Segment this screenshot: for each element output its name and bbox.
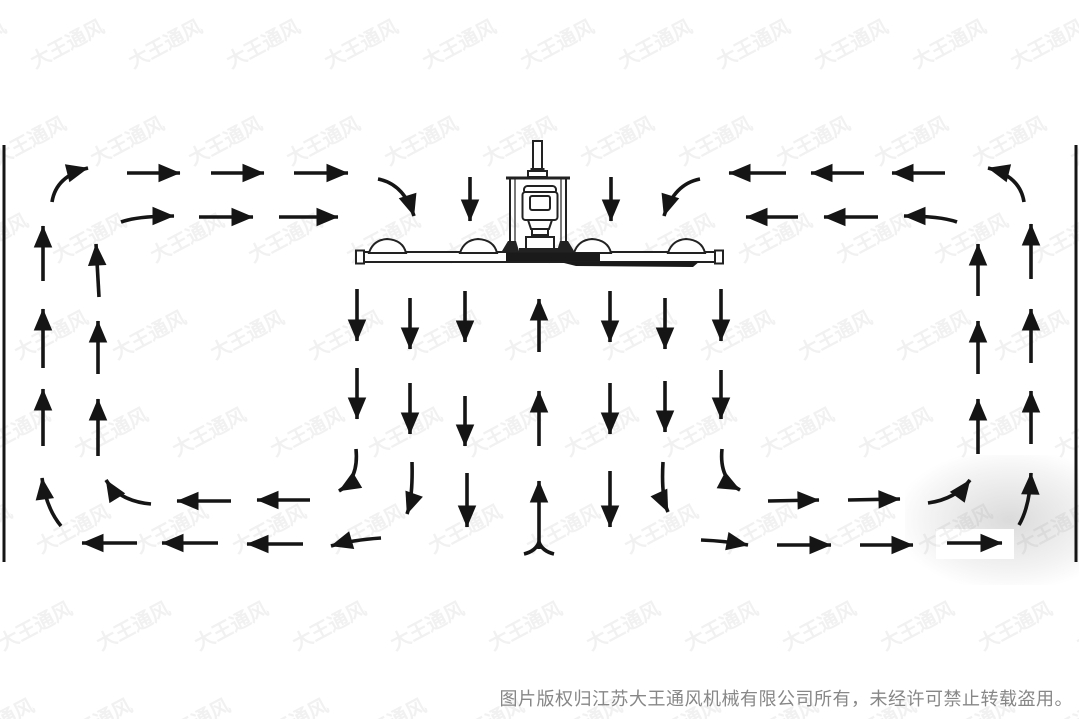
airflow-arrow [50, 164, 89, 203]
fan-hub [519, 236, 561, 253]
airflow-arrow [377, 177, 417, 217]
fan-motor [521, 185, 559, 236]
airflow-arrows [33, 163, 1041, 556]
hvls-fan-illustration [355, 140, 724, 267]
fan-blades [355, 237, 724, 267]
airflow-arrow [650, 461, 670, 513]
airflow-arrow [330, 531, 382, 550]
airflow-arrow [927, 478, 972, 505]
background-shadow-artifact [905, 455, 1079, 585]
airflow-arrow [35, 477, 63, 528]
room-walls [2, 145, 1078, 562]
airflow-arrow [661, 177, 701, 217]
airflow-arrow [337, 448, 363, 493]
airflow-arrow [767, 491, 820, 510]
airflow-arrow [1017, 472, 1040, 526]
airflow-arrow [716, 448, 741, 492]
airflow-split-tail [537, 541, 555, 556]
copyright-text: 图片版权归江苏大王通风机械有限公司所有，未经许可禁止转载盗用。 [499, 689, 1073, 709]
airflow-arrow [903, 206, 958, 226]
fan-mount-frame [502, 170, 574, 251]
airflow-arrow [987, 164, 1026, 203]
airflow-arrow [104, 478, 152, 506]
airflow-arrow [87, 243, 107, 298]
airflow-arrow [405, 461, 423, 515]
airflow-split-tail [523, 541, 541, 556]
airflow-arrow [847, 490, 901, 509]
airflow-arrow [120, 206, 175, 226]
fan-pole [530, 140, 545, 176]
airflow-arrow [700, 532, 749, 551]
